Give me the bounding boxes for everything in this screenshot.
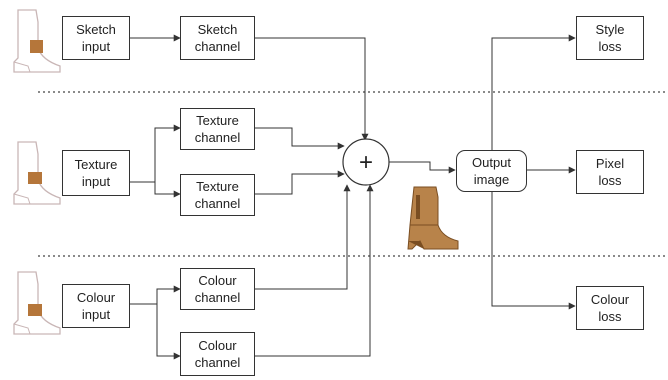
colour-channel-1-box: Colour channel (180, 268, 255, 310)
texture-channel-2-box: Texture channel (180, 174, 255, 216)
edge-texture-input-to-channel-2 (154, 182, 181, 198)
colour-input-box: Colour input (62, 284, 130, 328)
texture-channel-1-box: Texture channel (180, 108, 255, 150)
edge-colour-channel-2-to-sum (255, 184, 374, 357)
output-boot-thumbnail (407, 186, 459, 250)
edge-output-to-style-loss (491, 34, 576, 152)
texture-input-thumbnail (13, 141, 61, 205)
style-loss-box: Style loss (576, 16, 644, 60)
colour-input-thumbnail (13, 271, 61, 335)
pixel-loss-box: Pixel loss (576, 150, 644, 194)
edge-texture-channel-1-to-sum (255, 127, 345, 150)
edge-sketch-channel-to-sum (255, 37, 369, 141)
edge-texture-channel-2-to-sum (255, 170, 345, 195)
sketch-input-box: Sketch input (62, 16, 130, 60)
edge-texture-input-to-channel-1 (154, 124, 181, 182)
edge-colour-input-to-channel-2 (156, 304, 181, 360)
output-image-box: Output image (456, 150, 527, 192)
sum-symbol: + (359, 149, 373, 176)
edge-colour-input-to-channel-1 (156, 285, 181, 304)
texture-input-box: Texture input (62, 150, 130, 196)
sketch-input-thumbnail (13, 9, 61, 73)
edge-sum-to-output (389, 161, 456, 174)
edge-colour-channel-1-to-sum (255, 184, 351, 290)
sketch-channel-box: Sketch channel (180, 16, 255, 60)
colour-loss-box: Colour loss (576, 286, 644, 330)
colour-channel-2-box: Colour channel (180, 332, 255, 376)
edge-output-to-colour-loss (491, 190, 576, 310)
